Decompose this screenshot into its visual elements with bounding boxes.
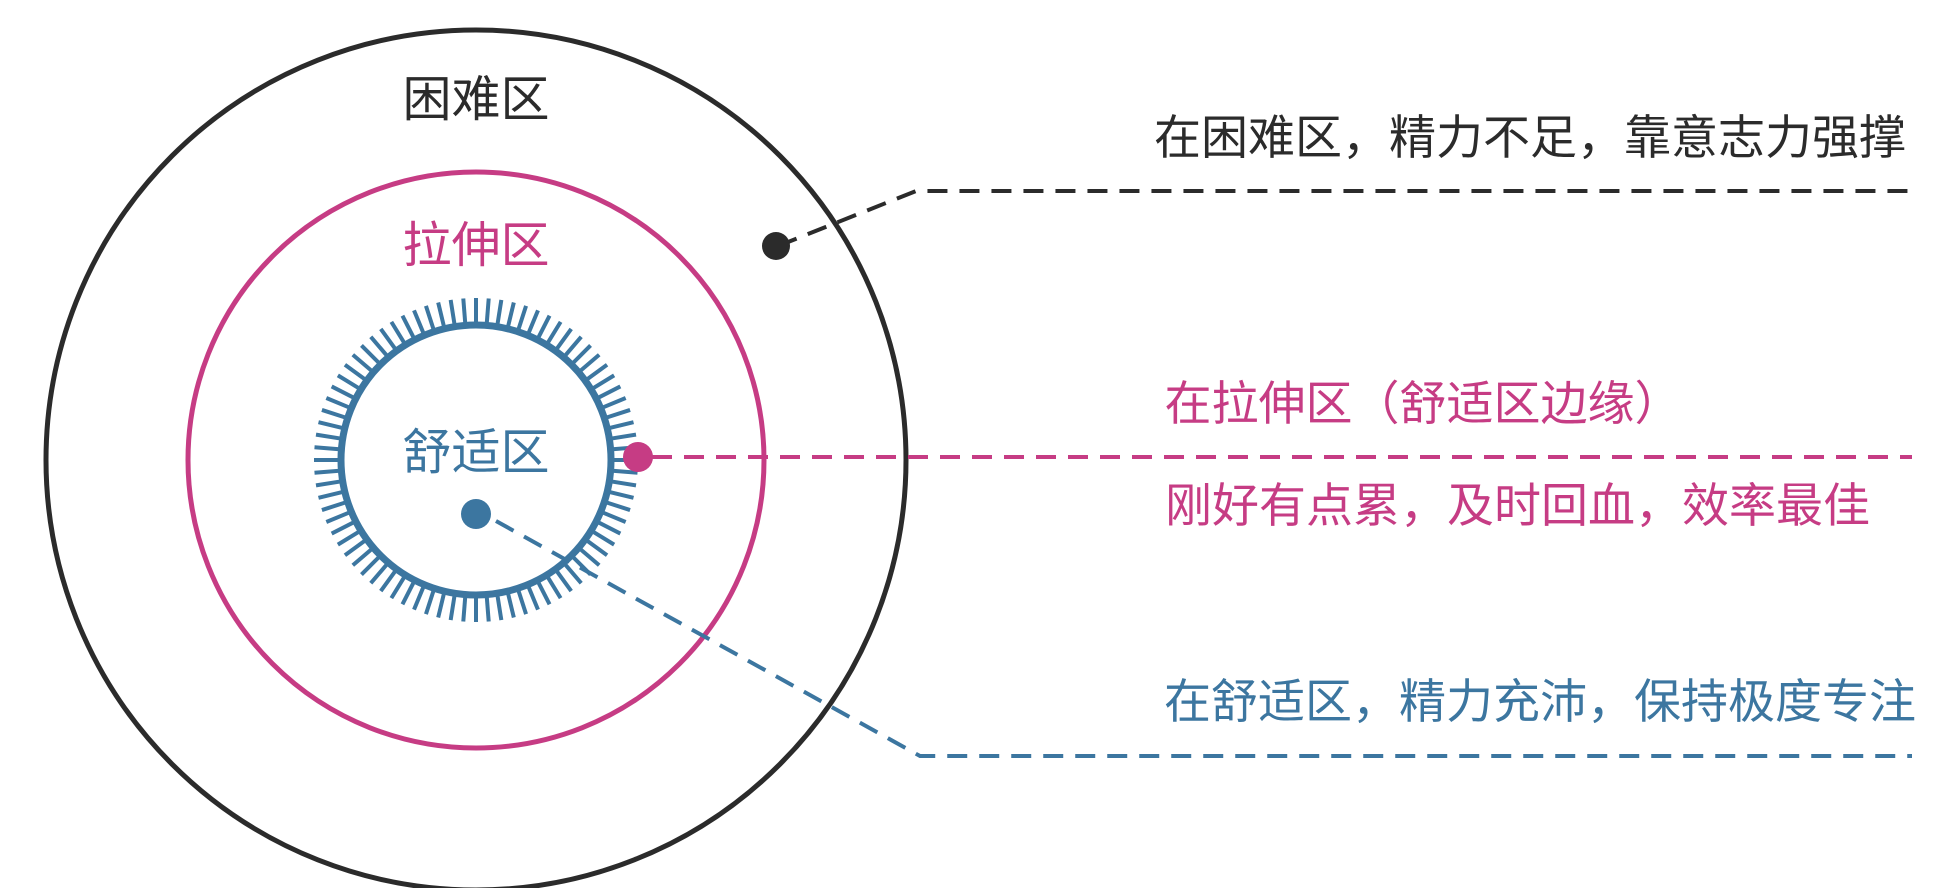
comfort-zone-tick [314,468,340,475]
comfort-zone-label: 舒适区 [402,424,549,481]
comfort-zone-tick [448,299,457,326]
comfort-zone-tick [351,547,374,567]
comfort-zone-tick [554,327,573,351]
comfort-zone-tick [591,373,616,391]
stretch-zone-circle [185,169,767,751]
hard-zone-circle [43,27,909,888]
comfort-zone-tick [571,344,592,365]
comfort-zone-tick [330,520,355,536]
stretch-zone-description-title: 在拉伸区（舒适区边缘） [1165,377,1682,432]
comfort-zone-tick [379,327,398,351]
hard-zone-description: 在困难区，精力不足，靠意志力强撑 [1154,111,1906,166]
comfort-zone-tick [369,335,389,358]
comfort-zone-tick [461,596,468,622]
comfort-zone-tick [495,299,504,326]
comfort-zone-tick [400,314,416,339]
comfort-zone-tick [601,510,627,524]
comfort-zone-tick [484,298,491,324]
comfort-zone-tick [424,589,436,615]
comfort-zone-tick [379,569,398,593]
comfort-zone-tick [536,581,552,606]
comfort-zone-tick [336,373,361,391]
comfort-zone-tick [608,420,634,430]
comfort-zone-tick [400,581,416,606]
hard-leader-line [777,189,1912,248]
comfort-marker-dot [461,499,491,529]
comfort-zone-tick [412,309,426,335]
comfort-zone-tick [315,432,342,441]
comfort-zone-tick [318,490,344,500]
comfort-zone-tick [526,585,540,611]
comfort-zone-tick [389,320,407,345]
hard-zone-label: 困难区 [402,71,549,128]
comfort-zone-tick [360,555,381,576]
comfort-zone-tick [610,479,637,488]
comfort-zone-tick [343,363,367,382]
comfort-zone-tick [336,529,361,547]
comfort-zone-tick [563,335,583,358]
comfort-zone-tick [369,562,389,585]
comfort-zone-tick [351,353,374,373]
comfort-zone-tick [506,592,516,618]
stretch-zone-label: 拉伸区 [402,217,549,274]
comfort-zone-tick [343,538,367,557]
stretch-marker-dot [623,442,653,472]
comfort-zone-tick [330,384,355,400]
comfort-zone-tick [436,302,446,328]
comfort-zone-tick [597,520,622,536]
comfort-zone-tick [536,314,552,339]
comfort-zone-tick [545,320,563,345]
comfort-zone-tick [389,575,407,600]
comfort-zone-tick [318,420,344,430]
comfort-zone-tick [325,396,351,410]
comfort-zone-tick [315,479,342,488]
comfort-zone-tick [314,445,340,452]
comfort-zone-circle [337,321,615,599]
comfort-zone-tick [585,538,609,557]
comfort-zone-tick [578,547,601,567]
comfort-zone-tick [424,305,436,331]
comfort-zone-tick [484,596,491,622]
comfort-zone-tick [412,585,426,611]
comfort-zone-tick [516,305,528,331]
comfort-zone-tick [506,302,516,328]
comfort-zone-tick [597,384,622,400]
comfort-zone-tick [360,344,381,365]
comfort-zone-tick [554,569,573,593]
comfort-zone-tick [461,298,468,324]
comfort-zone-tick [563,562,583,585]
comfort-zone-tick [545,575,563,600]
comfort-zone-tick [585,363,609,382]
comfort-zone-tick [495,594,504,621]
comfort-zone-tick [610,432,637,441]
comfort-zone-tick [605,500,631,512]
comfort-zone-tick [448,594,457,621]
comfort-zone-tick [578,353,601,373]
comfort-zone-tick [516,589,528,615]
comfort-zone-tick [608,490,634,500]
hard-marker-dot [762,232,790,260]
comfort-zone-tick [436,592,446,618]
stretch-zone-description-detail: 刚好有点累，及时回血，效率最佳 [1165,479,1870,534]
comfort-leader-line [495,519,1912,758]
comfort-zone-tick [526,309,540,335]
comfort-zone-tick [601,396,627,410]
comfort-zone-tick [612,468,638,475]
comfort-zone-tick [321,500,347,512]
comfort-zone-tick [325,510,351,524]
comfort-zone-description: 在舒适区，精力充沛，保持极度专注 [1164,675,1916,730]
comfort-zone-tick [591,529,616,547]
comfort-zone-tick [605,408,631,420]
comfort-zone-tick [321,408,347,420]
